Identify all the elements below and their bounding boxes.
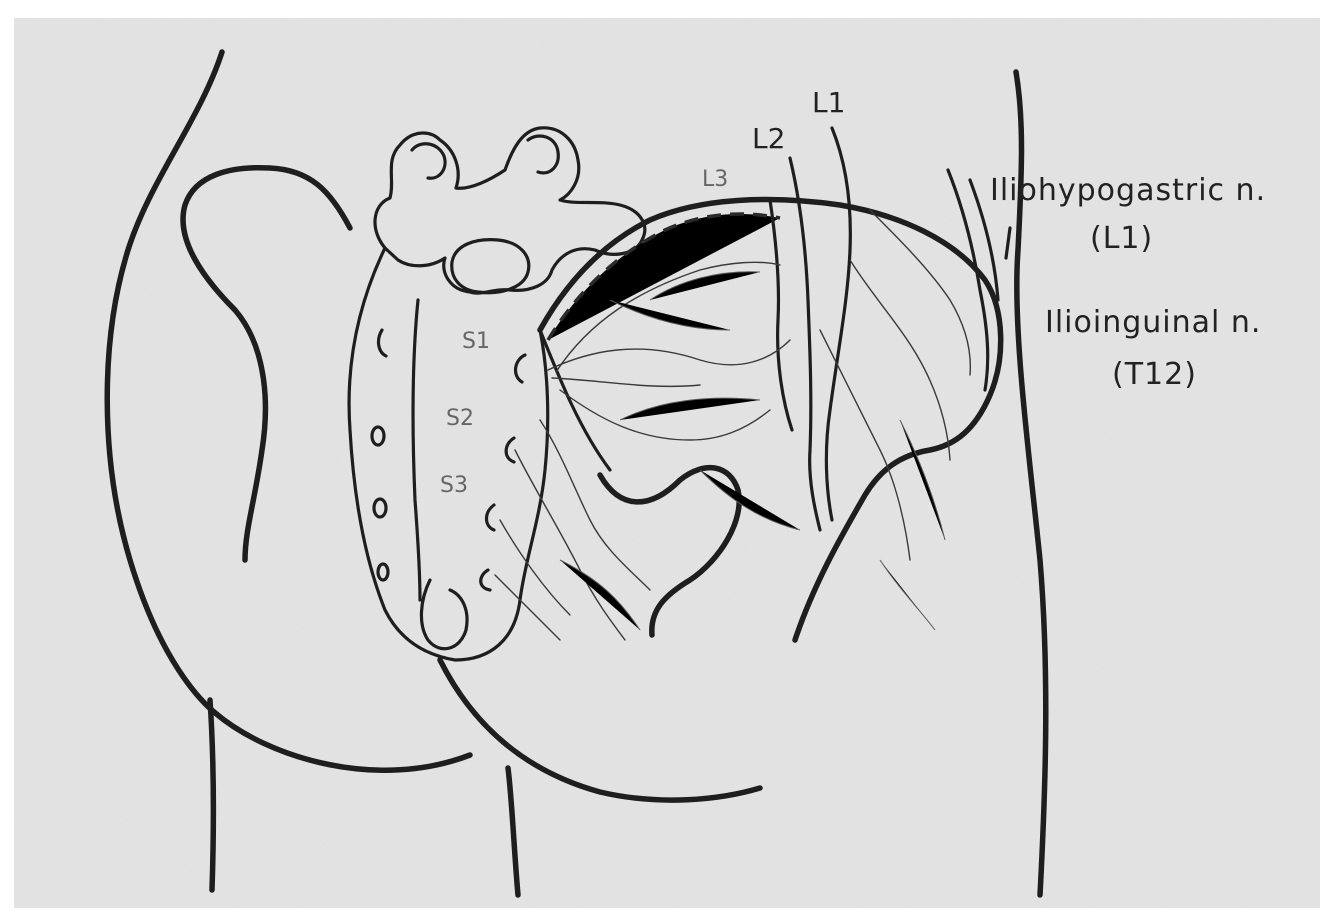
label-s3: S3 xyxy=(440,473,468,498)
label-l1: L1 xyxy=(812,86,845,119)
label-iliohypogastric-root: (L1) xyxy=(1090,221,1153,256)
label-ilioinguinal-root: (T12) xyxy=(1112,357,1197,392)
label-ilioinguinal: Ilioinguinal n. xyxy=(1045,305,1261,340)
label-s1: S1 xyxy=(462,329,490,354)
label-iliohypogastric: Iliohypogastric n. xyxy=(990,173,1266,208)
label-l3: L3 xyxy=(702,167,728,192)
label-s2: S2 xyxy=(446,406,474,431)
paper-grain xyxy=(14,18,1320,908)
label-l2: L2 xyxy=(752,122,785,155)
